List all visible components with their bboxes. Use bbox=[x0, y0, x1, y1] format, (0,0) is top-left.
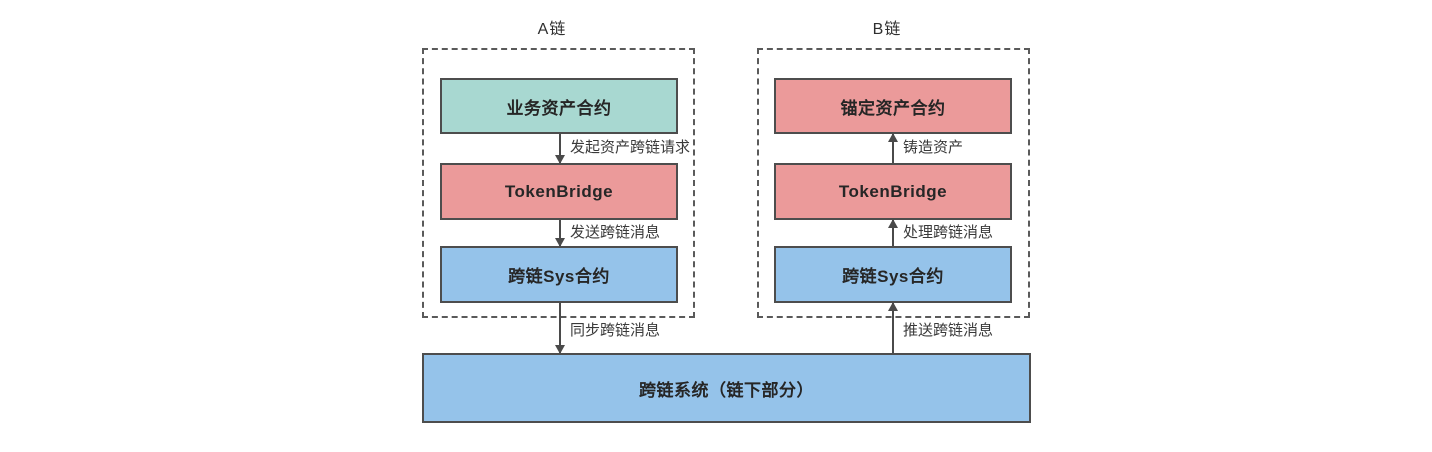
label-initiate-request: 发起资产跨链请求 bbox=[570, 139, 691, 156]
arrow-line bbox=[559, 134, 561, 163]
arrow-send-message bbox=[555, 220, 565, 247]
node-anchored-asset-contract: 锚定资产合约 bbox=[774, 78, 1012, 134]
offchain-system-box: 跨链系统（链下部分） bbox=[422, 353, 1031, 423]
node-crosschain-sys-b: 跨链Sys合约 bbox=[774, 246, 1012, 303]
node-label: TokenBridge bbox=[838, 181, 948, 201]
arrowhead-up-icon bbox=[888, 133, 898, 142]
chain-a-title: A链 bbox=[537, 21, 567, 38]
arrowhead-down-icon bbox=[555, 345, 565, 354]
label-send-message: 发送跨链消息 bbox=[570, 224, 661, 241]
arrow-line bbox=[892, 303, 894, 353]
node-business-asset-contract: 业务资产合约 bbox=[440, 78, 678, 134]
arrow-line bbox=[892, 134, 894, 163]
arrow-initiate-request bbox=[555, 134, 565, 164]
node-label: TokenBridge bbox=[504, 181, 614, 201]
arrow-line bbox=[559, 303, 561, 353]
label-sync-message: 同步跨链消息 bbox=[570, 322, 661, 339]
arrowhead-down-icon bbox=[555, 155, 565, 164]
arrow-mint-asset bbox=[888, 133, 898, 163]
arrow-sync-message bbox=[555, 303, 565, 354]
node-label: 跨链Sys合约 bbox=[842, 267, 944, 286]
node-token-bridge-a: TokenBridge bbox=[440, 163, 678, 220]
arrowhead-down-icon bbox=[555, 238, 565, 247]
arrow-process-message bbox=[888, 219, 898, 246]
arrowhead-up-icon bbox=[888, 302, 898, 311]
node-label: 跨链Sys合约 bbox=[508, 267, 610, 286]
label-push-message: 推送跨链消息 bbox=[903, 322, 994, 339]
label-mint-asset: 铸造资产 bbox=[903, 139, 964, 156]
arrow-line bbox=[559, 220, 561, 246]
chain-b-title: B链 bbox=[872, 21, 902, 38]
node-label: 跨链系统（链下部分） bbox=[639, 380, 814, 400]
node-token-bridge-b: TokenBridge bbox=[774, 163, 1012, 220]
chain-a-boundary bbox=[422, 48, 695, 318]
arrowhead-up-icon bbox=[888, 219, 898, 228]
arrow-push-message bbox=[888, 302, 898, 353]
node-label: 业务资产合约 bbox=[506, 98, 612, 118]
label-process-message: 处理跨链消息 bbox=[903, 224, 994, 241]
node-crosschain-sys-a: 跨链Sys合约 bbox=[440, 246, 678, 303]
node-label: 锚定资产合约 bbox=[840, 98, 946, 118]
arrow-line bbox=[892, 220, 894, 246]
